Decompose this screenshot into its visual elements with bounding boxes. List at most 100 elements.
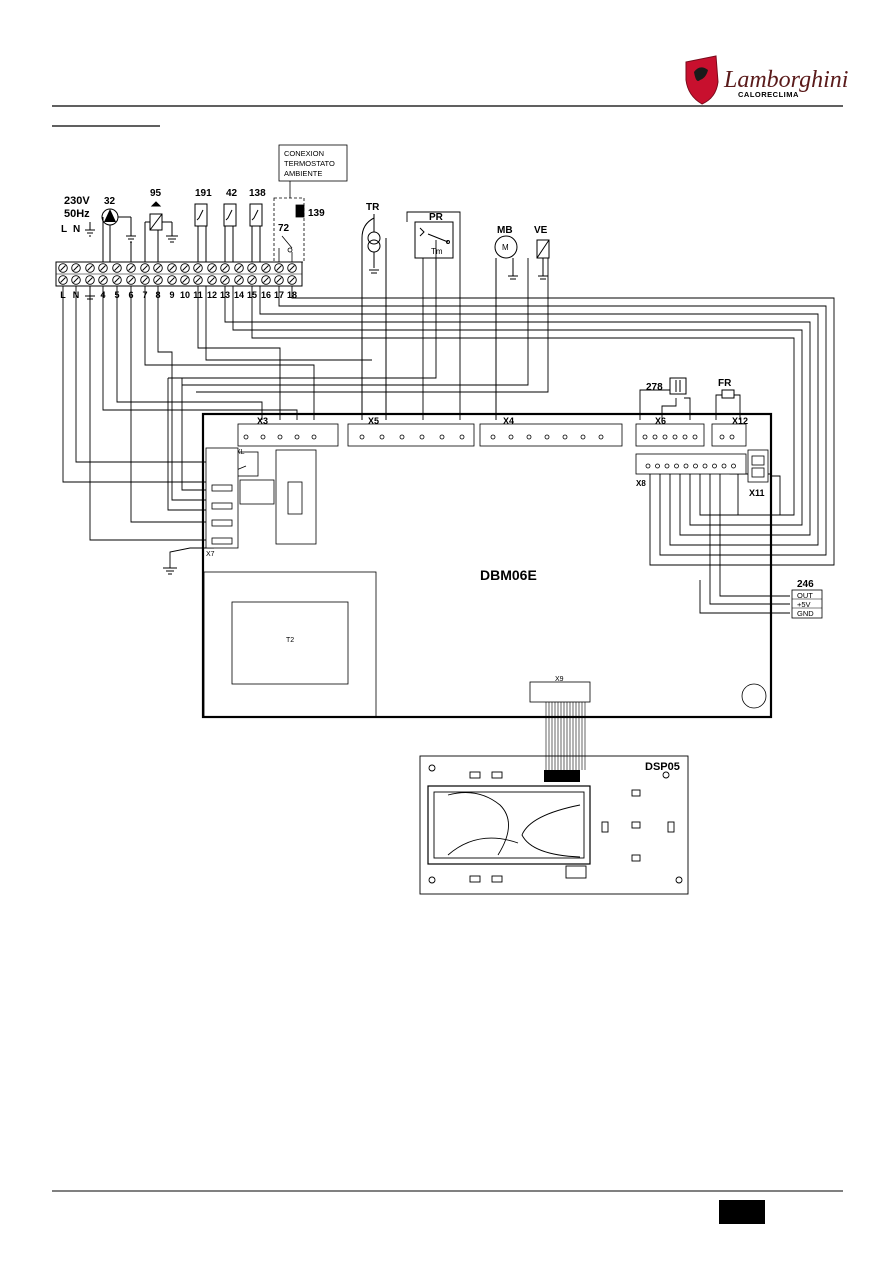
connector-X5 bbox=[347, 423, 475, 447]
motor-icon bbox=[494, 235, 518, 420]
terminal-screw-slot bbox=[222, 265, 228, 271]
sensor-out: OUT bbox=[797, 591, 813, 600]
supply-voltage: 230V bbox=[64, 195, 90, 207]
connector-pin bbox=[260, 434, 266, 440]
terminal-screw-slot bbox=[169, 265, 175, 271]
label-X11: X11 bbox=[749, 488, 765, 498]
connector-X11 bbox=[747, 449, 769, 483]
terminal-screw-slot bbox=[142, 277, 148, 283]
connector-pin bbox=[277, 434, 283, 440]
brand-name: Lamborghini bbox=[723, 67, 848, 93]
terminal-screw-slot bbox=[276, 265, 282, 271]
pump-icon bbox=[101, 208, 132, 262]
brand-sub: CALORECLIMA bbox=[738, 90, 799, 99]
thermostat-line1: CONEXION bbox=[284, 149, 324, 158]
terminal-screw-slot bbox=[236, 265, 242, 271]
terminal-screw-slot bbox=[100, 265, 106, 271]
connector-pin bbox=[526, 434, 532, 440]
connector-pin bbox=[655, 463, 660, 469]
relay-block bbox=[239, 449, 317, 545]
connector-pin bbox=[379, 434, 385, 440]
connector-X3 bbox=[237, 423, 339, 447]
terminal-screw-slot bbox=[73, 265, 79, 271]
terminal-screw-slot bbox=[169, 277, 175, 283]
terminal-screw-slot bbox=[195, 265, 201, 271]
terminal-label: 9 bbox=[169, 290, 174, 300]
connector-pin bbox=[359, 434, 365, 440]
terminal-screw-slot bbox=[87, 277, 93, 283]
supply-L: L bbox=[61, 224, 67, 235]
connector-pin bbox=[642, 434, 648, 440]
connector-X7 bbox=[205, 447, 239, 549]
terminal-screw-slot bbox=[114, 265, 120, 271]
terminal-label: 16 bbox=[261, 290, 271, 300]
terminal-screw-slot bbox=[249, 277, 255, 283]
wire-bundle bbox=[62, 211, 835, 614]
terminal-screw-slot bbox=[289, 277, 295, 283]
connector-pin bbox=[652, 434, 658, 440]
label-138: 138 bbox=[249, 188, 266, 199]
label-VE: VE bbox=[534, 225, 548, 236]
terminal-screw-slot bbox=[236, 277, 242, 283]
label-42: 42 bbox=[226, 188, 238, 199]
connector-pin bbox=[672, 434, 678, 440]
connector-pin bbox=[731, 463, 736, 469]
display-board-name: DSP05 bbox=[645, 761, 680, 773]
board-outline bbox=[201, 412, 773, 719]
display-board bbox=[419, 755, 689, 895]
label-X5: X5 bbox=[368, 416, 379, 426]
connector-pin bbox=[662, 434, 668, 440]
connector-pin bbox=[598, 434, 604, 440]
mb-inner: M bbox=[502, 243, 509, 252]
connector-pin bbox=[693, 463, 698, 469]
terminal-screw-slot bbox=[195, 277, 201, 283]
terminal-label: 14 bbox=[234, 290, 244, 300]
label-139: 139 bbox=[308, 208, 325, 219]
terminal-screw-slot bbox=[222, 277, 228, 283]
terminal-screw-slot bbox=[263, 265, 269, 271]
connector-pin bbox=[721, 463, 727, 469]
label-X8: X8 bbox=[636, 479, 646, 488]
terminal-screw-slot bbox=[60, 265, 66, 271]
label-246: 246 bbox=[797, 579, 814, 590]
connector-pin bbox=[664, 463, 670, 469]
terminal-screw-slot bbox=[263, 277, 269, 283]
label-X7: X7 bbox=[206, 551, 215, 558]
connector-pin bbox=[719, 434, 725, 440]
label-278: 278 bbox=[646, 382, 663, 393]
pr-inner: Tm bbox=[431, 247, 443, 256]
thermostat-icon bbox=[273, 197, 305, 263]
terminal-screw-slot bbox=[128, 265, 134, 271]
connector-pin bbox=[311, 434, 317, 440]
label-MB: MB bbox=[497, 225, 513, 236]
thermostat-line3: AMBIENTE bbox=[284, 169, 322, 178]
terminal-screw-slot bbox=[114, 277, 120, 283]
label-X9: X9 bbox=[555, 676, 564, 683]
sensor-191-icon bbox=[194, 203, 208, 262]
shield-icon bbox=[685, 55, 719, 105]
connector-pin bbox=[294, 434, 300, 440]
terminal-screw-slot bbox=[249, 265, 255, 271]
connector-pin bbox=[439, 434, 445, 440]
connector-pin bbox=[682, 434, 688, 440]
terminal-screw-slot bbox=[182, 277, 188, 283]
valve-95-icon bbox=[144, 201, 178, 262]
earth-icon bbox=[85, 222, 95, 237]
terminal-screw-slot bbox=[289, 265, 295, 271]
label-X3: X3 bbox=[257, 416, 268, 426]
terminal-screw-slot bbox=[155, 277, 161, 283]
pressostat-icon bbox=[414, 221, 454, 259]
label-32: 32 bbox=[104, 196, 116, 207]
terminal-screw-slot bbox=[155, 265, 161, 271]
terminal-screw-slot bbox=[276, 277, 282, 283]
terminal-screw-slot bbox=[128, 277, 134, 283]
connector-pin bbox=[243, 434, 249, 440]
connector-pin bbox=[702, 463, 708, 469]
connector-pin bbox=[459, 434, 465, 440]
connector-pin bbox=[712, 463, 717, 469]
ribbon-cable bbox=[545, 702, 586, 770]
page-number-box bbox=[719, 1200, 765, 1224]
connector-pin bbox=[419, 434, 425, 440]
connector-pin bbox=[490, 434, 496, 440]
